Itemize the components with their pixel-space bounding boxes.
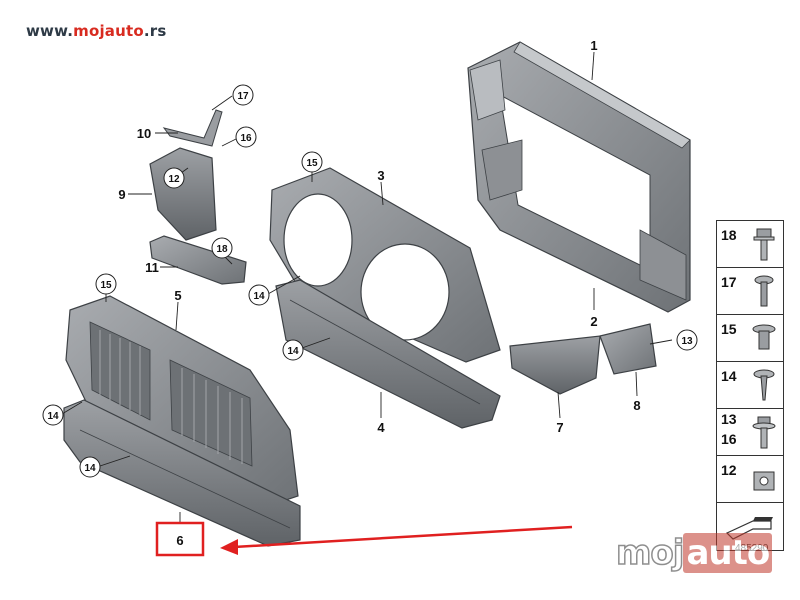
watermark-left: moj [615, 532, 685, 574]
callout-3: 3 [377, 168, 384, 183]
site-url[interactable]: www.mojauto.rs [26, 22, 167, 40]
callout-15-lower: 15 [95, 273, 117, 295]
site-url-suffix: .rs [143, 22, 167, 40]
svg-text:14: 14 [84, 463, 96, 474]
site-url-brand: mojauto [73, 22, 144, 40]
part-11-strip [149, 235, 247, 285]
site-url-prefix: www. [26, 22, 74, 40]
svg-text:13: 13 [681, 336, 693, 347]
svg-text:16: 16 [240, 133, 252, 144]
legend-item-17: 17 [717, 268, 783, 315]
callout-16: 16 [235, 126, 257, 148]
callout-14-d: 14 [79, 456, 101, 478]
callout-11: 11 [145, 260, 159, 275]
svg-text:14: 14 [47, 411, 59, 422]
bolt-icon [753, 228, 775, 261]
part-3-grille-carrier [269, 167, 501, 363]
callout-8: 8 [633, 398, 640, 413]
screw-icon [753, 369, 775, 401]
nut-clip-icon [753, 471, 775, 491]
callout-9: 9 [118, 187, 125, 202]
legend-item-13-16: 13 16 [717, 409, 783, 456]
fastener-legend: 18 17 15 14 13 16 12 [716, 220, 784, 551]
callout-7: 7 [556, 420, 563, 435]
leader-lines [61, 51, 673, 522]
bolt-icon [752, 416, 776, 449]
part-5-grille-assembly [65, 295, 299, 507]
callout-4: 4 [377, 420, 385, 435]
highlight-arrow [220, 525, 573, 555]
legend-item-18: 18 [717, 221, 783, 268]
callout-6: 6 [176, 533, 183, 548]
legend-item-14: 14 [717, 362, 783, 409]
callout-14-b: 14 [282, 339, 304, 361]
svg-text:15: 15 [306, 158, 318, 169]
part-1-radiator-frame [467, 41, 691, 313]
svg-text:14: 14 [253, 291, 265, 302]
clip-icon [752, 324, 776, 350]
screw-icon [754, 275, 774, 307]
legend-item-12: 12 [717, 456, 783, 503]
part-4-air-duct [275, 279, 501, 429]
svg-text:18: 18 [216, 244, 228, 255]
callout-12: 12 [163, 167, 185, 189]
part-10-holder [162, 109, 223, 147]
highlight-box-part-6 [155, 521, 205, 557]
legend-item-15: 15 [717, 315, 783, 362]
callout-1: 1 [590, 38, 597, 53]
svg-text:15: 15 [100, 280, 112, 291]
callout-14-a: 14 [248, 284, 270, 306]
callout-10: 10 [137, 126, 151, 141]
svg-text:14: 14 [287, 346, 299, 357]
callout-15-upper: 15 [301, 151, 323, 173]
callout-5: 5 [174, 288, 181, 303]
callout-14-c: 14 [42, 404, 64, 426]
callout-2: 2 [590, 314, 597, 329]
part-8-bracket [599, 323, 657, 375]
part-7-deflector [509, 335, 601, 395]
svg-text:12: 12 [168, 174, 180, 185]
svg-text:17: 17 [237, 91, 249, 102]
callout-18: 18 [211, 237, 233, 259]
watermark-right: auto [683, 533, 773, 573]
callout-13: 13 [676, 329, 698, 351]
callout-17: 17 [232, 84, 254, 106]
part-9-air-guide [149, 147, 217, 241]
